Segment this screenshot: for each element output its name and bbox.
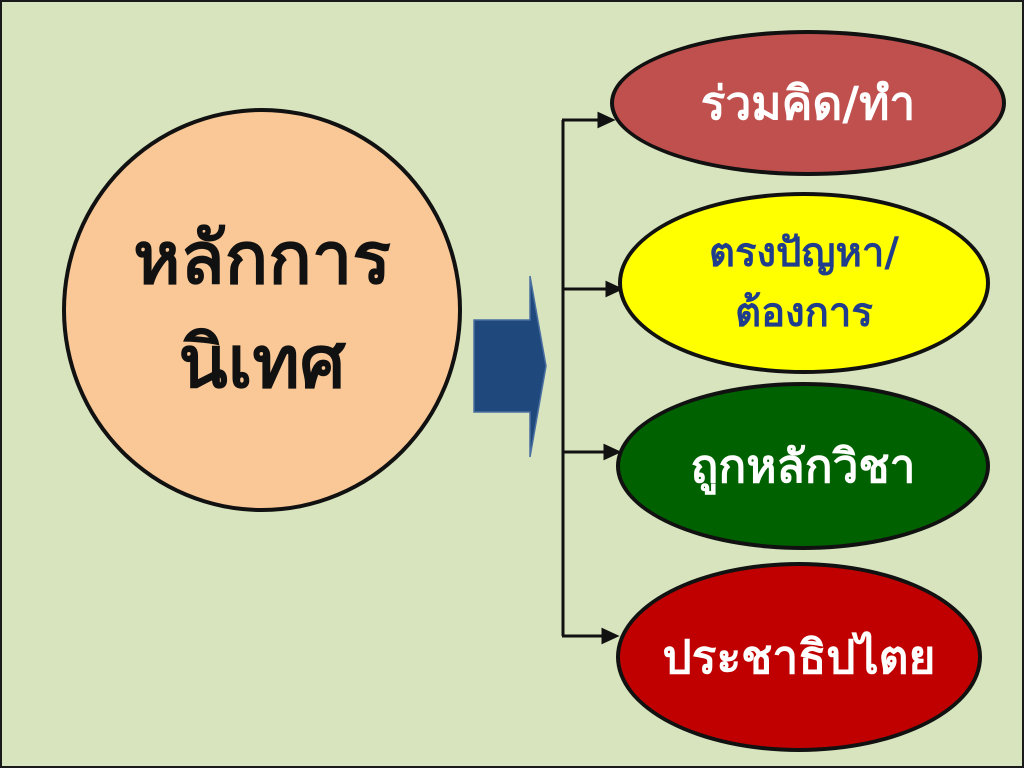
main-concept-line-2: นิเทศ: [178, 319, 346, 404]
oval-label-line-2: ต้องการ: [735, 289, 873, 336]
branch-arrowhead-4: [601, 627, 620, 645]
branch-arrowhead-1: [597, 111, 616, 129]
branch-arrowhead-3: [603, 443, 622, 461]
principle-oval-participation: ร่วมคิด/ทำ: [610, 30, 1006, 176]
main-concept-circle: หลักการ นิเทศ: [62, 108, 462, 512]
branch-arrowhead-2: [605, 280, 624, 298]
oval-label: ประชาธิปไตย: [662, 629, 936, 684]
principle-oval-needs: ตรงปัญหา/ ต้องการ: [618, 192, 990, 374]
block-arrow: [473, 275, 547, 458]
oval-label: ร่วมคิด/ทำ: [700, 75, 916, 130]
principle-oval-academic: ถูกหลักวิชา: [616, 382, 990, 550]
main-concept-line-1: หลักการ: [133, 214, 391, 300]
oval-label-line-1: ตรงปัญหา/: [709, 229, 899, 276]
oval-label: ถูกหลักวิชา: [690, 438, 916, 493]
principle-oval-democracy: ประชาธิปไตย: [616, 562, 982, 752]
